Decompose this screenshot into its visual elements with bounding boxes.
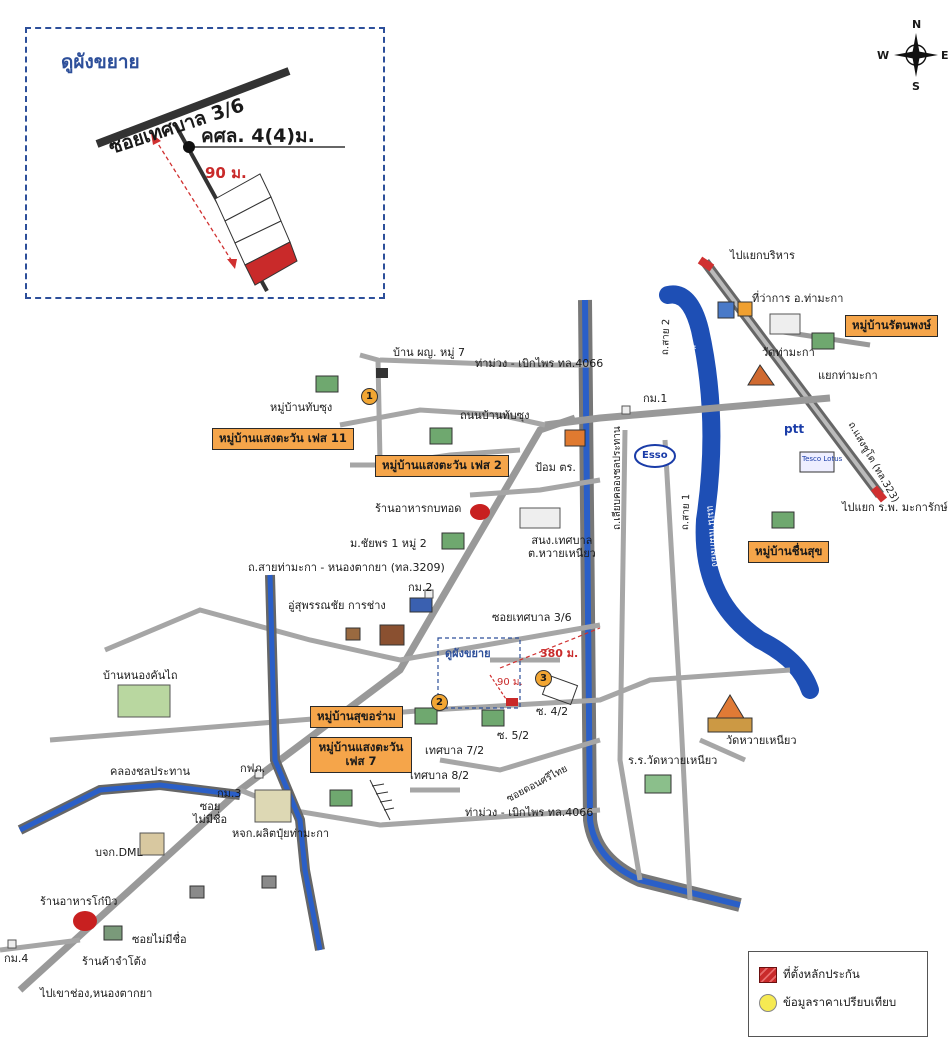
comparison-swatch — [759, 994, 777, 1012]
legend-comparison-label: ข้อมูลราคาเปรียบเทียบ — [783, 995, 897, 1009]
label-hjk: หจก.ผลิตปุ๋ยท่ามะกา — [232, 827, 330, 840]
label-tesaban-72: เทศบาล 7/2 — [425, 744, 485, 757]
comparison-marker-1: 1 — [361, 388, 378, 405]
river — [659, 285, 819, 699]
label-soi-36: ซอยเทศบาล 3/6 — [492, 611, 572, 624]
label-pom: ป้อม ตร. — [535, 461, 576, 474]
label-kfp: กฟภ. — [240, 762, 266, 775]
tag-sangtawan-7: หมู่บ้านแสงตะวัน เฟส 7 — [310, 737, 412, 773]
comparison-marker-3: 3 — [535, 670, 552, 687]
label-sai1: ถ.สาย 1 — [680, 493, 693, 531]
legend-collateral-label: ที่ตั้งหลักประกัน — [783, 967, 860, 981]
label-restaurant-kopiew: ร้านอาหารโก๋บิว — [40, 895, 118, 908]
label-esso: Esso — [642, 450, 668, 461]
label-municipal: สนง.เทศบาล ต.หวายเหนียว — [528, 534, 596, 560]
compass-west: W — [877, 49, 890, 62]
compass-south: S — [912, 80, 920, 93]
label-small-90: 90 ม. — [497, 677, 523, 688]
inset-road-width: คศล. 4(4)ม. — [201, 125, 315, 147]
label-soi-52: ซ. 5/2 — [497, 729, 530, 742]
label-km2: กม.2 — [408, 581, 433, 594]
compass-east: E — [941, 49, 949, 62]
label-soi-noname2: ซอยไม่มีชื่อ — [132, 933, 187, 946]
tag-sukcharoen: หมู่บ้านสุขอร่าม — [310, 706, 403, 728]
label-km1: กม.1 — [643, 392, 668, 405]
small-inset-box — [437, 637, 521, 709]
label-ban-phuyai: บ้าน ผญ. หมู่ 7 — [393, 346, 465, 359]
label-garage: อู่สุพรรณชัย การช่าง — [288, 599, 386, 612]
label-chaipon: ม.ชัยพร 1 หมู่ 2 — [350, 537, 427, 550]
building-icons — [7, 301, 835, 949]
label-to-hospital: ไปแยก ร.พ. มะการักษ์ — [842, 501, 948, 514]
label-road-4066-bottom: ท่าม่วง - เบิกไพร ทล.4066 — [465, 806, 594, 819]
label-yaek-thamaka: แยกท่ามะกา — [818, 369, 878, 382]
compass-north: N — [912, 18, 922, 31]
label-nongkhanthai: บ้านหนองคันไถ — [103, 669, 178, 682]
tag-chuensuk: หมู่บ้านชื่นสุข — [748, 541, 830, 563]
legend-collateral: ที่ตั้งหลักประกัน — [759, 966, 860, 984]
label-canal: คลองชลประทาน — [110, 765, 191, 778]
inset-distance: 90 ม. — [205, 164, 247, 182]
label-district-office: ที่ว่าการ อ.ท่ามะกา — [752, 292, 844, 305]
tag-sangtawan-2: หมู่บ้านแสงตะวัน เฟส 2 — [375, 455, 509, 477]
comparison-marker-2: 2 — [431, 694, 448, 711]
label-school: ร.ร.วัดหวายเหนียว — [628, 754, 718, 767]
label-to-khaochong: ไปเขาช่อง,หนองตากยา — [40, 987, 153, 1000]
legend: ที่ตั้งหลักประกัน ข้อมูลราคาเปรียบเทียบ — [748, 951, 928, 1037]
label-thapsung: หมู่บ้านทับซุง — [270, 401, 333, 414]
label-wat-waineaw: วัดหวายเหนียว — [726, 734, 797, 747]
legend-comparison: ข้อมูลราคาเปรียบเทียบ — [759, 994, 896, 1012]
label-shop: ร้านค้าจำโต้ง — [82, 955, 147, 968]
left-canal — [17, 574, 325, 951]
label-km4: กม.4 — [4, 952, 29, 965]
label-soi-noname: ซอย ไม่มีชื่อ — [193, 800, 228, 826]
inset-title: ดูผังขยาย — [61, 51, 140, 73]
tag-sangtawan-11: หมู่บ้านแสงตะวัน เฟส 11 — [212, 428, 354, 450]
label-tesaban-82: เทศบาล 8/2 — [410, 769, 470, 782]
road-3209 — [17, 414, 577, 993]
label-small-inset: ดูผังขยาย — [445, 647, 491, 660]
secondary-roads — [0, 352, 791, 953]
label-soi-42: ซ. 4/2 — [536, 705, 569, 718]
tag-rattanaphong: หมู่บ้านรัตนพงษ์ — [845, 315, 939, 337]
label-to-borihan: ไปแยกบริหาร — [730, 249, 795, 262]
label-ptt: ptt — [784, 422, 805, 436]
label-road-3209: ถ.สายท่ามะกา - หนองตากยา (ทล.3209) — [248, 561, 445, 574]
label-sai2: ถ.สาย 2 — [660, 318, 673, 356]
label-wat-thamaka: วัดท่ามะกา — [762, 346, 815, 359]
label-road-4066-top: ท่าม่วง - เบิกไพร ทล.4066 — [475, 357, 604, 370]
label-restaurant-kob: ร้านอาหารกบทอด — [375, 502, 462, 515]
label-dist-380: 380 ม. — [540, 647, 579, 660]
label-canal-road: ถ.เลียบคลองชลประทาน — [612, 426, 623, 530]
collateral-swatch — [759, 967, 777, 983]
inset-detail-map: ดูผังขยาย ซอยเทศบาล 3/6 คศล. 4(4)ม. 90 ม… — [25, 27, 385, 299]
label-dml: บจก.DML — [95, 846, 143, 859]
label-km3: กม.3 — [217, 787, 242, 800]
compass-rose — [894, 33, 938, 77]
inset-drawing — [95, 67, 345, 292]
label-road-thapsung: ถนนบ้านทับซุง — [460, 409, 530, 422]
canal-road — [578, 299, 742, 912]
label-tesco: Tesco Lotus — [802, 455, 843, 463]
